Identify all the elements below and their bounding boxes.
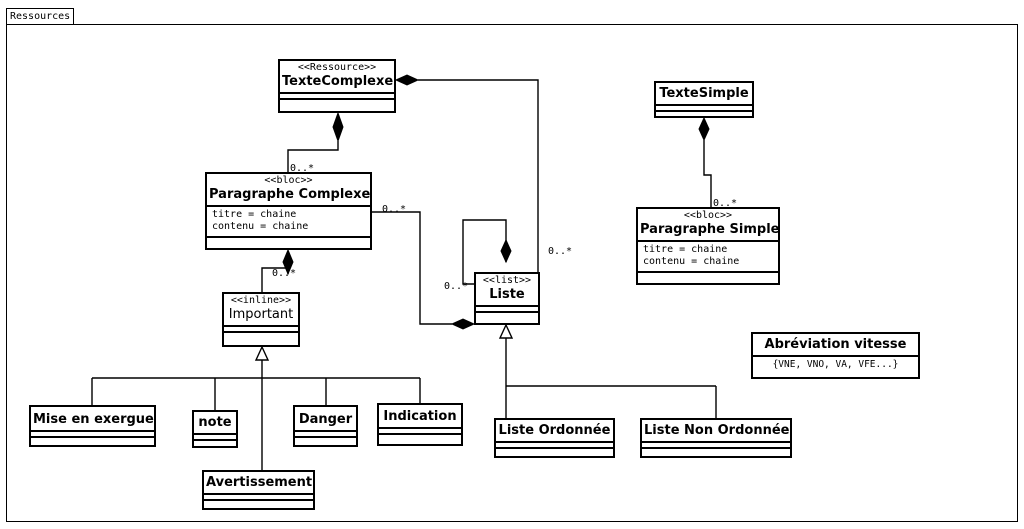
diamond-texte-paragraphe bbox=[332, 111, 344, 143]
attribute-section bbox=[204, 493, 313, 499]
operation-section bbox=[379, 433, 461, 439]
triangle-liste bbox=[498, 323, 514, 339]
class-name: Important bbox=[228, 307, 294, 322]
class-important[interactable]: <<inline>> Important bbox=[222, 292, 300, 347]
operation-section bbox=[638, 271, 778, 277]
attribute-section bbox=[642, 441, 790, 447]
operation-section bbox=[496, 447, 613, 453]
link-paragraphe-liste bbox=[372, 211, 452, 325]
mult-paragraphe-in-liste: 0..* bbox=[382, 204, 406, 215]
class-name: Avertissement bbox=[206, 475, 313, 490]
class-mise-en-exergue[interactable]: Mise en exergue bbox=[29, 405, 156, 447]
attribute: contenu = chaine bbox=[212, 221, 309, 232]
package-frame bbox=[6, 24, 1018, 522]
mult-paragraphe-simple: 0..* bbox=[713, 198, 737, 209]
class-name: note bbox=[198, 415, 232, 430]
operation-section bbox=[295, 436, 356, 442]
attribute-section bbox=[31, 430, 154, 436]
diamond-textesimple bbox=[698, 116, 710, 142]
attribute-section bbox=[194, 433, 236, 439]
class-name: TexteComplexe bbox=[282, 74, 394, 89]
attribute-section: titre = chaine contenu = chaine bbox=[207, 205, 370, 236]
attribute-section: titre = chaine contenu = chaine bbox=[638, 240, 778, 271]
class-indication[interactable]: Indication bbox=[377, 403, 463, 446]
stereotype-label: <<bloc>> bbox=[264, 175, 313, 186]
mult-liste-in-texte: 0..* bbox=[548, 246, 572, 257]
attribute-section bbox=[280, 92, 394, 98]
class-liste-non-ordonnee[interactable]: Liste Non Ordonnée bbox=[640, 418, 792, 458]
class-note[interactable]: note bbox=[192, 410, 238, 448]
mult-important: 0..* bbox=[272, 268, 296, 279]
stereotype-label: <<Ressource>> bbox=[297, 62, 377, 73]
stereotype-label: <<inline>> bbox=[230, 295, 292, 306]
enum-abreviation-vitesse[interactable]: Abréviation vitesse {VNE, VNO, VA, VFE..… bbox=[751, 332, 920, 379]
attribute: contenu = chaine bbox=[643, 256, 740, 267]
class-name: Indication bbox=[383, 409, 457, 424]
attribute-section bbox=[476, 305, 538, 311]
diamond-paragraphe-important bbox=[282, 248, 294, 276]
attribute-section bbox=[379, 427, 461, 433]
attribute: titre = chaine bbox=[643, 244, 728, 255]
operation-section bbox=[280, 98, 394, 104]
diamond-liste-in-paragraphe bbox=[450, 318, 476, 330]
operation-section bbox=[476, 311, 538, 317]
class-name: Paragraphe Complexe bbox=[209, 187, 371, 202]
class-name: Paragraphe Simple bbox=[640, 222, 780, 237]
mult-liste-self: 0..* bbox=[444, 281, 468, 292]
class-texte-complexe[interactable]: <<Ressource>> TexteComplexe bbox=[278, 59, 396, 113]
class-paragraphe-complexe[interactable]: <<bloc>> Paragraphe Complexe titre = cha… bbox=[205, 172, 372, 250]
triangle-important bbox=[254, 345, 270, 361]
enum-values: {VNE, VNO, VA, VFE...} bbox=[772, 359, 899, 370]
attribute-section bbox=[295, 430, 356, 436]
attribute-section bbox=[496, 441, 613, 447]
link-texte-paragraphe bbox=[287, 141, 339, 172]
class-texte-simple[interactable]: TexteSimple bbox=[654, 81, 754, 118]
class-name: Liste Non Ordonnée bbox=[644, 423, 790, 438]
class-avertissement[interactable]: Avertissement bbox=[202, 470, 315, 510]
class-danger[interactable]: Danger bbox=[293, 405, 358, 447]
class-liste-ordonnee[interactable]: Liste Ordonnée bbox=[494, 418, 615, 458]
link-liste-self bbox=[462, 219, 507, 285]
class-name: Danger bbox=[298, 412, 353, 427]
diamond-liste-self bbox=[500, 238, 512, 264]
operation-section bbox=[204, 499, 313, 505]
stereotype-label: <<list>> bbox=[482, 275, 532, 286]
operation-section bbox=[194, 439, 236, 445]
class-name: Mise en exergue bbox=[33, 412, 154, 427]
operation-section bbox=[656, 110, 752, 116]
operation-section bbox=[31, 436, 154, 442]
operation-section bbox=[207, 236, 370, 242]
operation-section bbox=[642, 447, 790, 453]
stereotype-label: <<bloc>> bbox=[683, 210, 733, 221]
diamond-texte-liste bbox=[394, 74, 420, 86]
link-texte-liste bbox=[418, 79, 539, 272]
mult-paragraphe-in-texte: 0..* bbox=[290, 163, 314, 174]
class-liste[interactable]: <<list>> Liste bbox=[474, 272, 540, 325]
package-frame-title: Ressources bbox=[6, 8, 75, 25]
operation-section bbox=[224, 331, 298, 337]
class-name: Liste Ordonnée bbox=[498, 423, 611, 438]
class-name: Liste bbox=[489, 287, 525, 302]
generalization-liste bbox=[505, 338, 717, 418]
enum-values-section: {VNE, VNO, VA, VFE...} bbox=[753, 355, 918, 374]
class-name: TexteSimple bbox=[659, 86, 749, 101]
attribute-section bbox=[656, 104, 752, 110]
class-paragraphe-simple[interactable]: <<bloc>> Paragraphe Simple titre = chain… bbox=[636, 207, 780, 285]
link-textesimple-paragraphe bbox=[703, 140, 712, 207]
class-name: Abréviation vitesse bbox=[764, 337, 907, 352]
generalization-important bbox=[91, 360, 421, 470]
attribute-section bbox=[224, 325, 298, 331]
attribute: titre = chaine bbox=[212, 209, 297, 220]
